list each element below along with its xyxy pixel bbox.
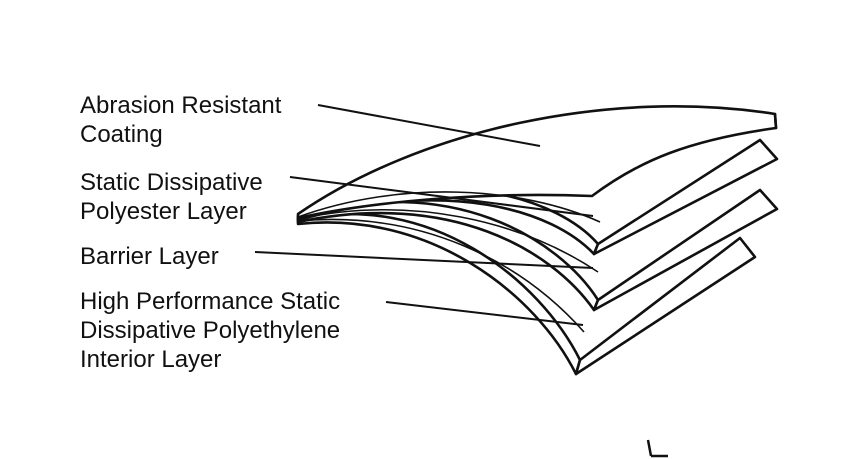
label-static-dissipative-polyester: Static Dissipative Polyester Layer [80,168,263,226]
corner-mark [646,439,668,458]
label-interior-layer: High Performance Static Dissipative Poly… [80,287,340,374]
label-line: Polyester Layer [80,198,247,225]
sheet-coating-layer [296,105,778,220]
leader-barrier [254,251,594,269]
label-abrasion-resistant-coating: Abrasion Resistant Coating [80,91,281,149]
label-line: Barrier Layer [80,243,219,270]
label-line: Interior Layer [80,346,222,373]
leader-coating [317,104,541,147]
sheet-coating-edge [773,112,778,130]
leader-polyester [289,176,594,217]
label-line: Dissipative Polyethylene [80,317,341,344]
label-line: Static Dissipative [80,169,263,196]
label-line: High Performance Static [80,288,341,315]
label-line: Abrasion Resistant [80,92,282,119]
sheet-polyester-right [592,138,779,256]
sheet-interior-right [574,236,757,376]
label-barrier-layer: Barrier Layer [80,242,219,271]
label-line: Coating [80,121,163,148]
sheet-barrier-right [592,188,779,312]
leader-interior [385,301,584,326]
sheet-interior-layer [296,212,582,376]
